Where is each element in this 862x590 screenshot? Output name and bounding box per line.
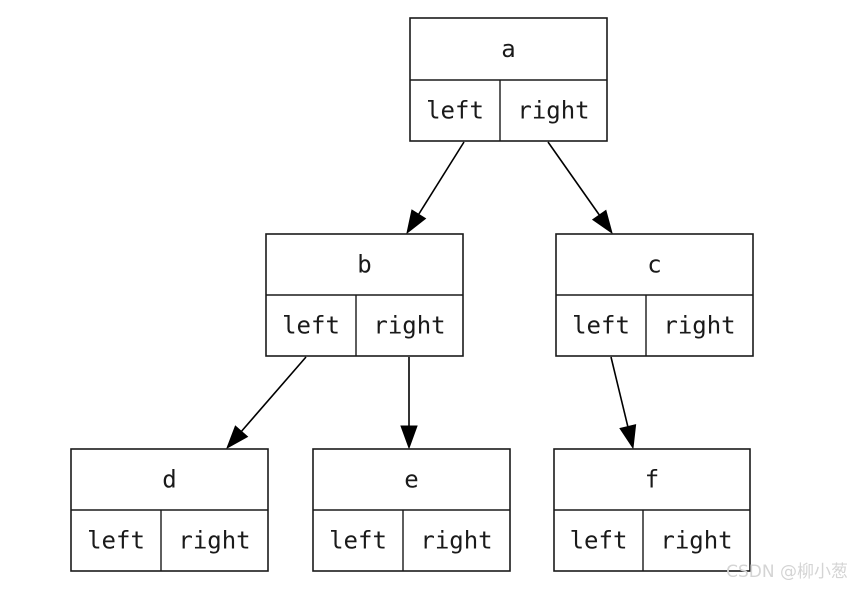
node-label: f <box>645 466 659 494</box>
tree-node-d: d left right <box>70 448 269 572</box>
edge-line <box>547 141 600 216</box>
edge-line <box>240 356 307 432</box>
node-right-port-label: right <box>660 527 732 555</box>
tree-node-e: e left right <box>312 448 511 572</box>
node-left-port-label: left <box>282 312 340 340</box>
node-right-port-label: right <box>663 312 735 340</box>
tree-node-b: b left right <box>265 233 464 357</box>
node-label: c <box>647 251 661 279</box>
node-left-port-label: left <box>87 527 145 555</box>
arrowhead-icon <box>400 425 418 450</box>
edge-line <box>610 356 629 427</box>
edge-b-d <box>226 356 307 450</box>
node-right-port-label: right <box>420 527 492 555</box>
tree-node-c: c left right <box>555 233 754 357</box>
nodes-layer: a left right b left right c left right d left right… <box>70 17 754 572</box>
node-label: d <box>162 466 176 494</box>
edge-line <box>418 141 465 215</box>
node-right-port-label: right <box>373 312 445 340</box>
node-right-port-label: right <box>178 527 250 555</box>
node-label: e <box>404 466 418 494</box>
node-left-port-label: left <box>426 97 484 125</box>
edge-a-c <box>547 141 613 235</box>
arrowhead-icon <box>226 425 249 450</box>
node-label: b <box>357 251 371 279</box>
tree-node-f: f left right <box>553 448 751 572</box>
arrowhead-icon <box>406 209 427 235</box>
edge-c-f <box>610 356 637 450</box>
edges-layer <box>226 141 637 450</box>
watermark: CSDN @柳小葱 <box>726 562 848 582</box>
edge-b-e <box>400 357 418 450</box>
tree-node-a: a left right <box>409 17 608 142</box>
edge-a-b <box>406 141 465 235</box>
node-left-port-label: left <box>570 527 628 555</box>
arrowhead-icon <box>619 424 637 450</box>
arrowhead-icon <box>591 209 613 235</box>
node-right-port-label: right <box>517 97 589 125</box>
node-label: a <box>501 35 515 63</box>
node-left-port-label: left <box>329 527 387 555</box>
node-left-port-label: left <box>572 312 630 340</box>
